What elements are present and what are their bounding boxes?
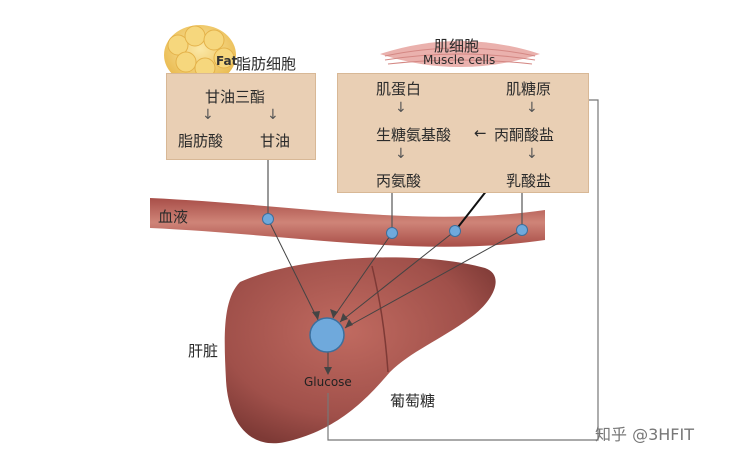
arrow-down-glycogen: ↓ (526, 100, 538, 116)
blood-label: 血液 (158, 208, 189, 226)
blood-vessel (150, 198, 545, 247)
lactate-label: 乳酸盐 (506, 172, 552, 190)
pyruvate-label: 丙酮酸盐 (494, 126, 555, 144)
glucogenic-aa-label: 生糖氨基酸 (376, 126, 452, 144)
fat-cell-box (166, 73, 316, 160)
alanine-label: 丙氨酸 (376, 172, 422, 190)
triglyceride-label: 甘油三酯 (205, 88, 266, 106)
node-pyruvate (449, 225, 461, 237)
watermark: 知乎 @3HFIT (595, 425, 694, 444)
node-alanine (386, 227, 398, 239)
node-lactate (516, 224, 528, 236)
fatty-acid-label: 脂肪酸 (178, 132, 224, 150)
glycogen-label: 肌糖原 (506, 80, 552, 98)
fat-caption-en: Fat (216, 54, 238, 68)
muscle-protein-label: 肌蛋白 (376, 80, 422, 98)
arrow-down-pyruvate: ↓ (526, 146, 538, 162)
glycerol-label: 甘油 (260, 132, 291, 150)
fat-cell-illustration (164, 25, 236, 85)
left-arrow: ← (474, 124, 487, 142)
muscle-caption-en: Muscle cells (423, 53, 496, 67)
muscle-cell-box (337, 73, 589, 193)
muscle-caption-cn: 肌细胞 (434, 37, 480, 55)
glucose-return-line (327, 99, 599, 441)
arrow-down-fatty: ↓ (202, 107, 214, 123)
arrow-down-aa: ↓ (395, 146, 407, 162)
liver-label: 肝脏 (188, 342, 219, 360)
liver-glucose-node (309, 317, 345, 353)
arrow-down-protein: ↓ (395, 100, 407, 116)
arrow-down-glycerol: ↓ (267, 107, 279, 123)
muscle-illustration (380, 41, 540, 67)
glucose-cn-label: 葡萄糖 (390, 392, 436, 410)
liver-illustration (224, 257, 496, 444)
fat-caption-cn: 脂肪细胞 (236, 55, 297, 73)
liver-glucose-label: Glucose (304, 375, 352, 389)
node-fatty-glycerol (262, 213, 274, 225)
